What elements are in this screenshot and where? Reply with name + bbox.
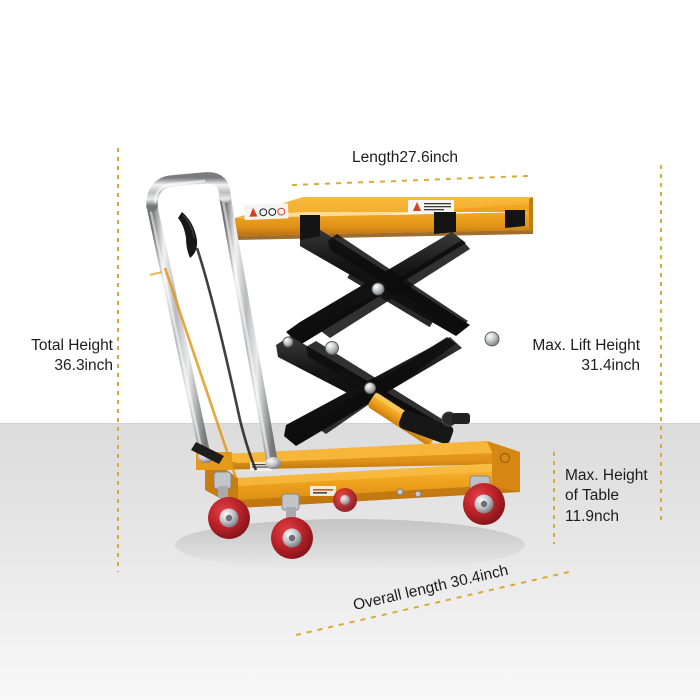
caster-front-center — [271, 493, 313, 559]
warning-decal-left — [244, 203, 289, 220]
base-frame — [196, 441, 520, 508]
label-max-lift-height: Max. Lift Height 31.4inch — [532, 337, 640, 375]
guide-total-height — [117, 148, 119, 572]
label-total-height: Total Height 36.3inch — [31, 337, 113, 375]
push-handle — [146, 172, 281, 469]
caster-rear-right — [463, 475, 505, 525]
hydraulic-cylinder — [368, 392, 470, 446]
warning-decal-right — [408, 200, 454, 214]
caster-rear-left — [333, 488, 357, 512]
guide-max-table-height — [553, 452, 555, 544]
guide-max-lift-height — [660, 165, 662, 520]
horizon-line — [0, 423, 700, 424]
label-length: Length27.6inch — [352, 149, 459, 166]
release-lever — [178, 212, 198, 258]
label-max-height-of-table: Max. Height of Table 11.9nch — [565, 467, 648, 525]
pivot-bolts — [282, 282, 500, 394]
scissor-arms — [276, 210, 525, 446]
caster-front-left — [208, 471, 250, 539]
